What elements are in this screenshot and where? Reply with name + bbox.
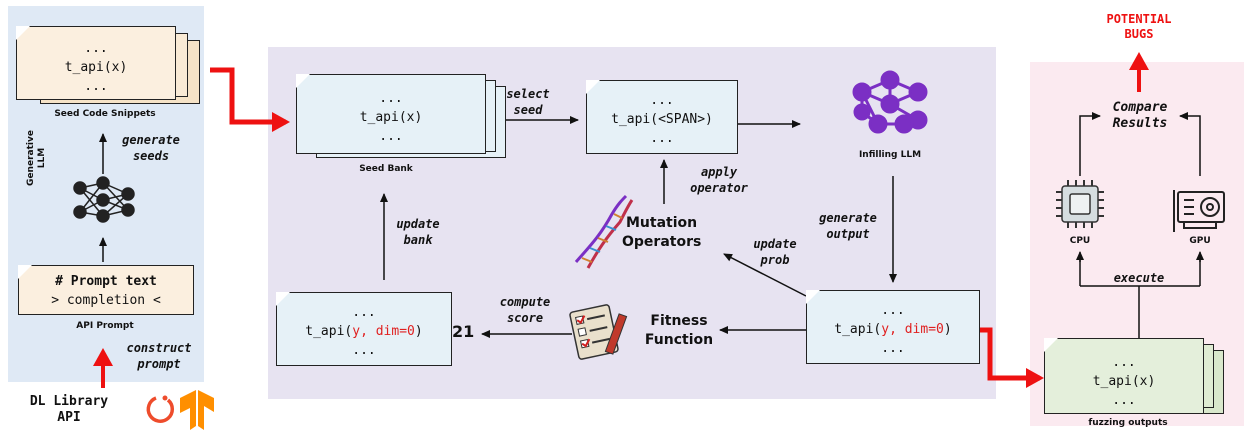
score-value: 21 bbox=[452, 322, 475, 341]
code-line: ... bbox=[352, 343, 376, 358]
code-line: ... bbox=[650, 93, 674, 108]
seed-snippets-box: ... t_api(x) ... bbox=[16, 26, 176, 100]
cpu-chip-icon bbox=[1056, 180, 1104, 228]
output-code-box: ... t_api(y, dim=0) ... bbox=[806, 290, 980, 364]
code-line: t_api(x) bbox=[64, 60, 128, 75]
generate-seeds-label: generate seeds bbox=[122, 133, 180, 163]
code-line: ... bbox=[881, 303, 905, 318]
code-line: ... bbox=[1112, 393, 1136, 408]
code-line: t_api(x) bbox=[1092, 374, 1156, 389]
tensorflow-logo-icon bbox=[180, 390, 214, 430]
seed-bank-box: ... t_api(x) ... bbox=[296, 74, 486, 154]
potential-bugs-label: POTENTIAL BUGS bbox=[1106, 12, 1172, 41]
dna-icon bbox=[574, 194, 634, 269]
code-line: t_api(<SPAN>) bbox=[611, 112, 713, 127]
generative-llm-label: Generative LLM bbox=[26, 130, 47, 186]
execute-label: execute bbox=[1113, 271, 1165, 285]
fuzzing-outputs-caption: fuzzing outputs bbox=[1088, 418, 1168, 428]
prompt-line-1: # Prompt text bbox=[55, 274, 157, 289]
api-prompt-caption: API Prompt bbox=[76, 321, 134, 331]
code-line: ... bbox=[352, 305, 376, 320]
scored-code-box: ... t_api(y, dim=0) ... bbox=[276, 292, 452, 366]
code-line: t_api(y, dim=0) bbox=[305, 324, 423, 339]
api-prompt-box: # Prompt text > completion < bbox=[18, 265, 194, 315]
fuzzing-outputs-box: ... t_api(x) ... bbox=[1044, 338, 1204, 414]
code-line: t_api(x) bbox=[359, 110, 423, 125]
arrow-update-prob bbox=[723, 253, 807, 297]
fitness-function-label: Fitness Function bbox=[644, 313, 714, 348]
update-bank-label: update bank bbox=[396, 217, 440, 247]
span-code-box: ... t_api(<SPAN>) ... bbox=[586, 80, 738, 154]
apply-operator-label: apply operator bbox=[690, 165, 748, 195]
pytorch-logo-icon bbox=[146, 395, 175, 423]
code-line: ... bbox=[379, 129, 403, 144]
infilling-llm-icon bbox=[852, 70, 928, 134]
code-line: ... bbox=[379, 91, 403, 106]
code-line: t_api(y, dim=0) bbox=[834, 322, 952, 337]
generate-output-label: generate output bbox=[819, 211, 877, 241]
code-line: ... bbox=[84, 79, 108, 94]
prompt-line-2: > completion < bbox=[51, 293, 161, 308]
gpu-label: GPU bbox=[1189, 236, 1211, 246]
arrow-to-fuzzing bbox=[980, 327, 1044, 388]
checklist-icon bbox=[569, 304, 628, 360]
compute-score-label: compute score bbox=[499, 295, 551, 325]
construct-prompt-label: construct prompt bbox=[126, 341, 192, 371]
compare-results-label: Compare Results bbox=[1112, 100, 1168, 131]
arrow-to-seed-bank bbox=[210, 67, 290, 132]
seed-snippets-caption: Seed Code Snippets bbox=[54, 109, 156, 119]
cpu-label: CPU bbox=[1069, 236, 1091, 246]
code-line: ... bbox=[881, 341, 905, 356]
update-prob-label: update prob bbox=[753, 237, 797, 267]
select-seed-label: select seed bbox=[506, 87, 550, 117]
neural-network-icon bbox=[73, 176, 135, 223]
dl-library-label: DL Library API bbox=[29, 394, 109, 425]
code-line: ... bbox=[650, 131, 674, 146]
arrow-gpu-to-compare bbox=[1179, 112, 1201, 176]
infilling-llm-label: Infilling LLM bbox=[858, 150, 922, 160]
mutation-operators-label: Mutation Operators bbox=[622, 215, 702, 250]
code-line: ... bbox=[84, 41, 108, 56]
seed-bank-caption: Seed Bank bbox=[359, 164, 413, 174]
arrow-to-compare bbox=[1079, 112, 1101, 176]
arrow-execute-fork bbox=[1079, 256, 1201, 338]
code-line: ... bbox=[1112, 355, 1136, 370]
gpu-card-icon bbox=[1173, 190, 1225, 232]
